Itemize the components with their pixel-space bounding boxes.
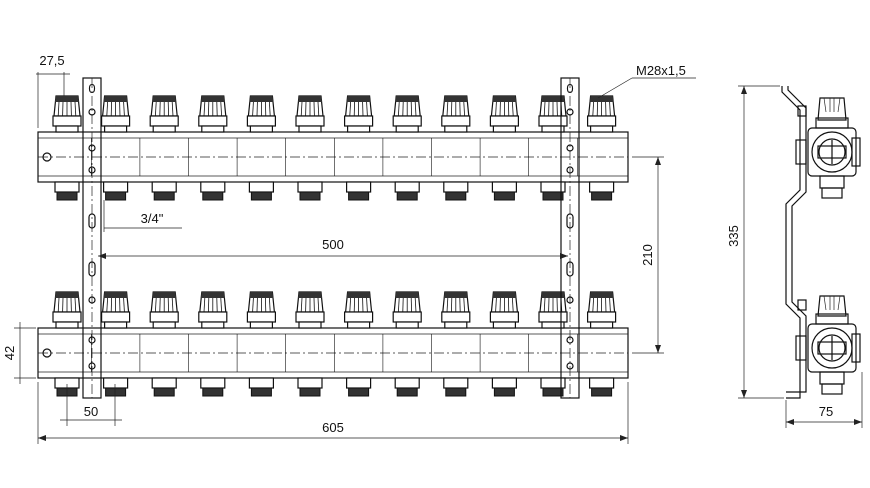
- dimension-outlet-pitch: 50: [60, 384, 122, 426]
- upper-outlet: [431, 95, 471, 201]
- lower-manifold-bar: [37, 327, 629, 379]
- lower-fitting: [491, 377, 517, 389]
- right-bracket-slot-upper: [566, 213, 574, 229]
- side-view: 335 75: [726, 85, 863, 428]
- upper-fitting: [200, 181, 226, 193]
- depth-value: 75: [819, 404, 833, 419]
- thread-value: M28x1,5: [636, 63, 686, 78]
- side-lower-manifold: [795, 295, 861, 395]
- lower-outlet: [333, 291, 374, 397]
- lower-fitting: [151, 377, 177, 389]
- lower-fitting: [394, 377, 420, 389]
- lower-outlet: [91, 291, 131, 397]
- lower-outlet: [285, 291, 325, 397]
- dimension-bracket-spacing: 500: [98, 237, 568, 259]
- lower-outlet: [528, 291, 568, 397]
- left-bracket-label: 0: [88, 81, 95, 96]
- upper-outlet: [91, 95, 131, 201]
- lower-outlet: [479, 291, 519, 397]
- outlet-pitch-value: 50: [84, 404, 98, 419]
- connection-value: 3/4": [141, 211, 164, 226]
- upper-end-plug: [42, 152, 52, 162]
- lower-outlet: [382, 291, 422, 397]
- upper-outlet: [333, 95, 374, 201]
- dimension-cap-offset: 27,5: [36, 53, 70, 128]
- upper-fitting: [248, 181, 274, 193]
- dimension-total-height: 335: [726, 85, 784, 399]
- lower-outlet: [431, 291, 471, 397]
- total-height-value: 335: [726, 225, 741, 247]
- lower-outlet: [188, 291, 228, 397]
- upper-fitting: [443, 181, 469, 193]
- upper-outlet: [188, 95, 228, 201]
- dimension-pipe-height: 42: [2, 322, 36, 384]
- right-bracket-label: 0: [566, 81, 573, 96]
- upper-outlet: [52, 95, 82, 201]
- lower-outlet: [139, 291, 179, 397]
- dimension-pipe-spacing: 210: [632, 156, 664, 354]
- side-upper-manifold: [795, 97, 861, 199]
- lower-outlet: [576, 291, 617, 397]
- upper-manifold-bar: [37, 131, 629, 183]
- upper-fitting: [54, 181, 80, 193]
- front-view: 0 0 27,5: [2, 53, 696, 444]
- upper-outlet: [479, 95, 519, 201]
- upper-fitting: [297, 181, 323, 193]
- upper-outlets: [52, 95, 617, 201]
- lower-outlet: [52, 291, 82, 397]
- dimension-total-length: 605: [37, 382, 629, 444]
- lower-fitting: [588, 377, 615, 389]
- dimension-connection: 3/4": [103, 200, 182, 232]
- pipe-height-value: 42: [2, 346, 17, 360]
- lower-fitting: [443, 377, 469, 389]
- upper-outlet: [528, 95, 568, 201]
- dimension-depth: 75: [785, 372, 863, 428]
- left-mounting-bracket: 0: [82, 77, 102, 399]
- lower-fitting: [297, 377, 323, 389]
- left-bracket-slot-lower: [88, 261, 96, 277]
- left-bracket-slot-upper: [88, 213, 96, 229]
- upper-outlet: [576, 95, 617, 201]
- cap-offset-value: 27,5: [39, 53, 64, 68]
- upper-outlet: [285, 95, 325, 201]
- upper-outlet: [236, 95, 276, 201]
- total-length-value: 605: [322, 420, 344, 435]
- lower-outlets: [52, 291, 617, 397]
- lower-fitting: [248, 377, 274, 389]
- lower-end-plug: [42, 348, 52, 358]
- upper-fitting: [102, 181, 129, 193]
- side-bracket-profile: [781, 86, 807, 399]
- upper-fitting: [588, 181, 615, 193]
- upper-outlet: [382, 95, 422, 201]
- upper-fitting: [491, 181, 517, 193]
- lower-fitting: [200, 377, 226, 389]
- right-bracket-slot-lower: [566, 261, 574, 277]
- upper-outlet: [139, 95, 179, 201]
- right-mounting-bracket: 0: [560, 77, 580, 399]
- upper-fitting: [151, 181, 177, 193]
- lower-fitting: [102, 377, 129, 389]
- bracket-spacing-value: 500: [322, 237, 344, 252]
- pipe-spacing-value: 210: [640, 244, 655, 266]
- lower-outlet: [236, 291, 276, 397]
- upper-fitting: [346, 181, 372, 193]
- upper-fitting: [394, 181, 420, 193]
- dimension-thread: M28x1,5: [597, 63, 696, 99]
- lower-fitting: [346, 377, 372, 389]
